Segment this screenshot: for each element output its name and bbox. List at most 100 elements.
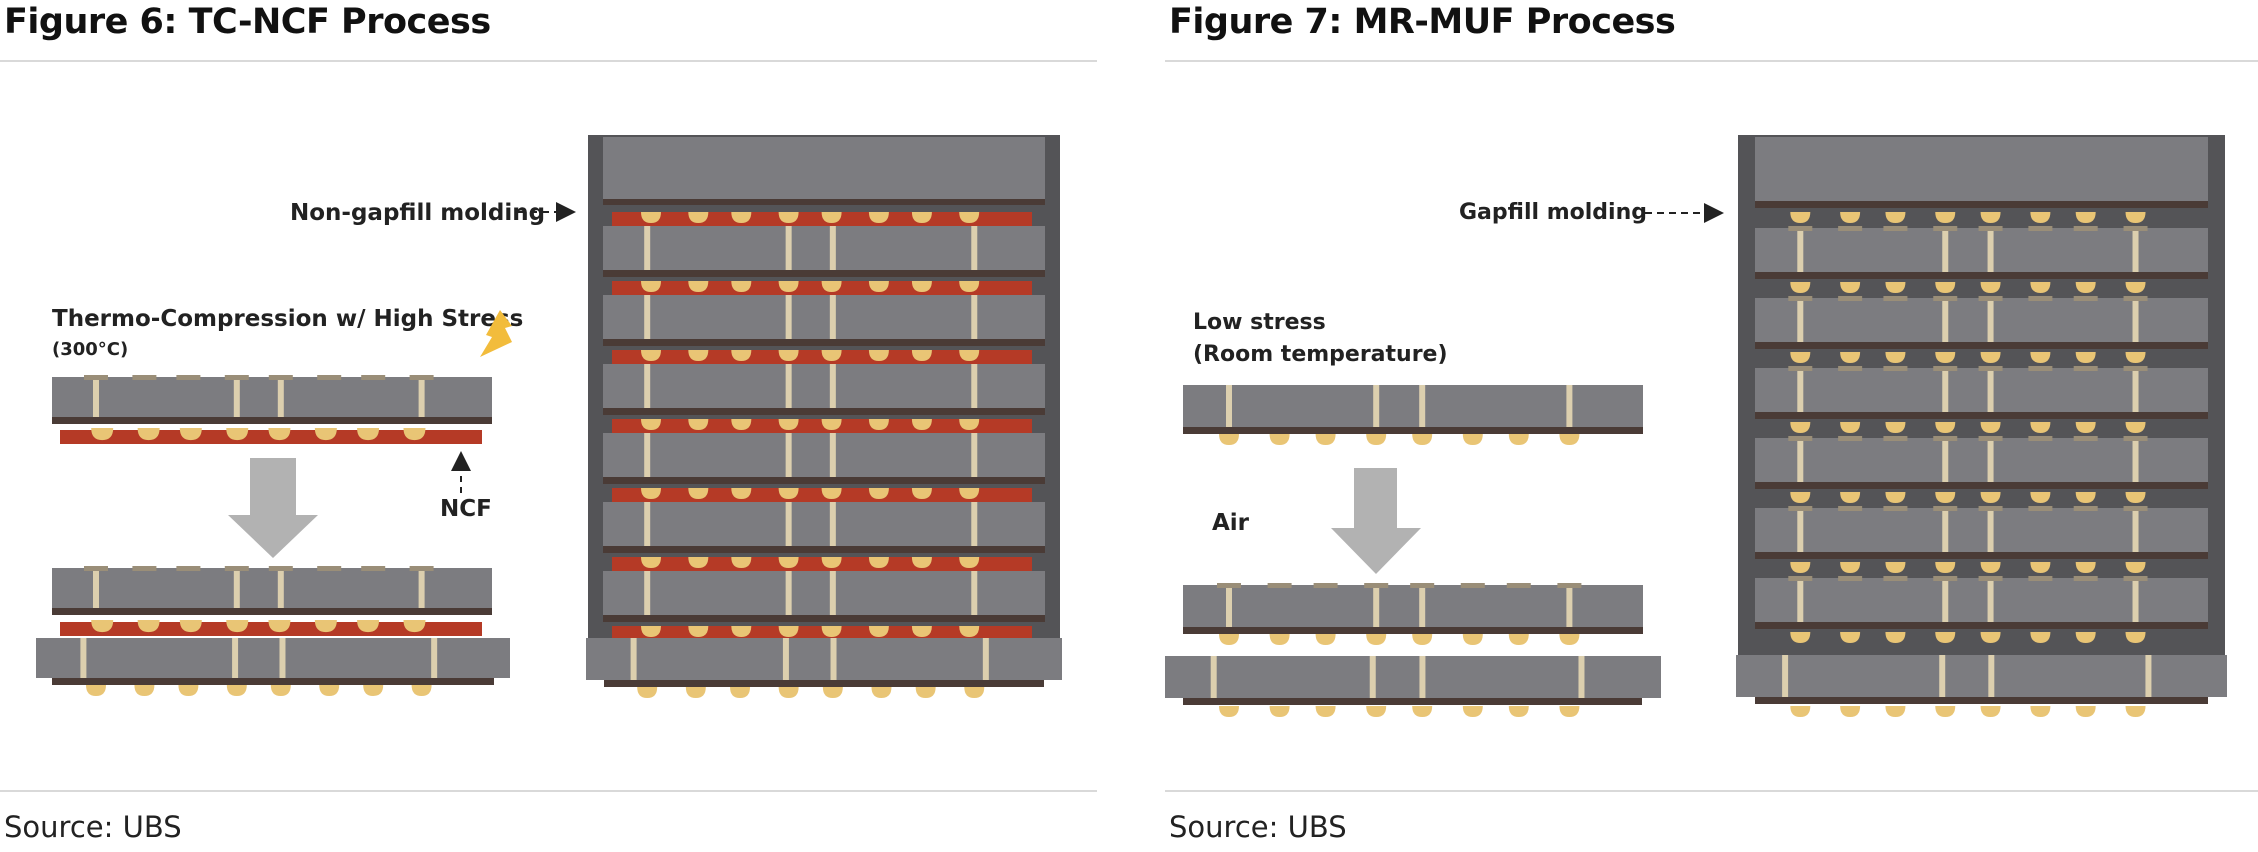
tsv-via xyxy=(93,568,99,608)
solder-bump xyxy=(959,281,980,292)
solder-bump xyxy=(1840,282,1861,293)
solder-bump xyxy=(911,419,932,430)
solder-bump xyxy=(821,350,842,361)
solder-bump xyxy=(1885,632,1906,643)
bond-pad xyxy=(2123,506,2148,511)
solder-bump xyxy=(2125,282,2146,293)
solder-bump xyxy=(2075,422,2096,433)
solder-bump xyxy=(2075,212,2096,223)
solder-bump xyxy=(1315,634,1336,645)
tsv-via xyxy=(830,638,837,680)
solder-bump xyxy=(1366,634,1387,645)
tsv-via xyxy=(1987,228,1994,272)
solder-bump xyxy=(1412,434,1433,445)
bond-pad xyxy=(84,566,108,571)
bond-pad xyxy=(224,566,249,571)
bond-pad xyxy=(1506,583,1531,588)
solder-bump xyxy=(685,687,706,698)
tsv-via xyxy=(277,377,284,417)
solder-bump xyxy=(688,419,709,430)
solder-bump xyxy=(1790,562,1811,573)
tsv-via xyxy=(418,377,425,417)
solder-bump xyxy=(911,350,932,361)
solder-bump xyxy=(2125,422,2146,433)
tsv-via xyxy=(1942,298,1949,342)
solder-bump xyxy=(688,557,709,568)
lightning-icon xyxy=(480,310,512,357)
solder-bump xyxy=(319,685,340,696)
tsv-via xyxy=(1369,656,1376,698)
bond-pad xyxy=(1933,366,1958,371)
tsv-via xyxy=(644,364,651,408)
solder-bump xyxy=(1219,634,1239,645)
bond-pad xyxy=(1883,226,1908,231)
figure-6-source: Source: UBS xyxy=(4,810,182,844)
tsv-via xyxy=(1797,298,1804,342)
tsv-via xyxy=(782,638,789,680)
bond-pad xyxy=(1788,366,1813,371)
tsv-via xyxy=(644,571,651,615)
tsv-via xyxy=(431,638,438,678)
tsv-via xyxy=(1226,385,1232,427)
silicon-die xyxy=(1183,585,1643,627)
solder-bump xyxy=(2125,492,2146,503)
top-die-with-bumps xyxy=(1183,385,1643,445)
temperature-label: (Room temperature) xyxy=(1193,342,1448,367)
solder-bump xyxy=(641,626,661,637)
solder-bump xyxy=(1790,352,1811,363)
solder-bump xyxy=(137,428,160,441)
solder-bump xyxy=(1980,632,2001,643)
bond-pad xyxy=(1838,296,1863,301)
silicon-die xyxy=(1183,385,1643,427)
bond-pad xyxy=(1838,506,1863,511)
tsv-via xyxy=(2132,578,2139,622)
die-backside xyxy=(1183,427,1643,434)
bond-pad xyxy=(1933,576,1958,581)
bond-pad xyxy=(1217,583,1241,588)
solder-bump xyxy=(1790,492,1811,503)
tc-ncf-process-diagram: Non-gapfill molding Thermo-Compression w… xyxy=(36,135,1062,698)
tsv-via xyxy=(1987,368,1994,412)
die-backside xyxy=(1755,482,2208,489)
top-dummy-die xyxy=(603,137,1045,199)
solder-bump xyxy=(226,428,249,441)
bond-pad xyxy=(268,375,293,380)
solder-bump xyxy=(1980,492,2001,503)
solder-bump xyxy=(868,212,889,223)
bond-pad xyxy=(1978,296,2003,301)
solder-bump xyxy=(1508,634,1529,645)
bond-pad xyxy=(176,566,201,571)
bond-pad xyxy=(1313,583,1338,588)
solder-bump xyxy=(1366,706,1387,717)
solder-bump xyxy=(1840,492,1861,503)
solder-bump xyxy=(314,620,337,633)
die-backside xyxy=(52,678,494,685)
solder-bump xyxy=(1885,422,1906,433)
solder-bump xyxy=(731,419,752,430)
bond-pad xyxy=(1933,436,1958,441)
tsv-via xyxy=(279,638,286,678)
tsv-via xyxy=(1797,578,1804,622)
solder-bump xyxy=(1462,706,1483,717)
tsv-via xyxy=(829,571,836,615)
solder-bump xyxy=(778,488,799,499)
tsv-via xyxy=(829,295,836,339)
tsv-via xyxy=(1987,578,1994,622)
bond-pad xyxy=(1978,576,2003,581)
bond-pad xyxy=(1883,436,1908,441)
temperature-label: (300°C) xyxy=(52,339,128,360)
solder-bump xyxy=(1935,492,1956,503)
tsv-via xyxy=(785,226,792,270)
bond-pad xyxy=(1557,583,1582,588)
solder-bump xyxy=(1315,434,1336,445)
solder-bump xyxy=(2075,492,2096,503)
solder-bump xyxy=(2125,632,2146,643)
tsv-via xyxy=(785,364,792,408)
die-backside xyxy=(1755,272,2208,279)
process-down-arrow xyxy=(1331,468,1421,574)
solder-bump xyxy=(1935,562,1956,573)
bond-pad xyxy=(1788,576,1813,581)
bond-pad xyxy=(2073,436,2098,441)
solder-bump xyxy=(134,685,155,696)
solder-bump xyxy=(137,620,160,633)
